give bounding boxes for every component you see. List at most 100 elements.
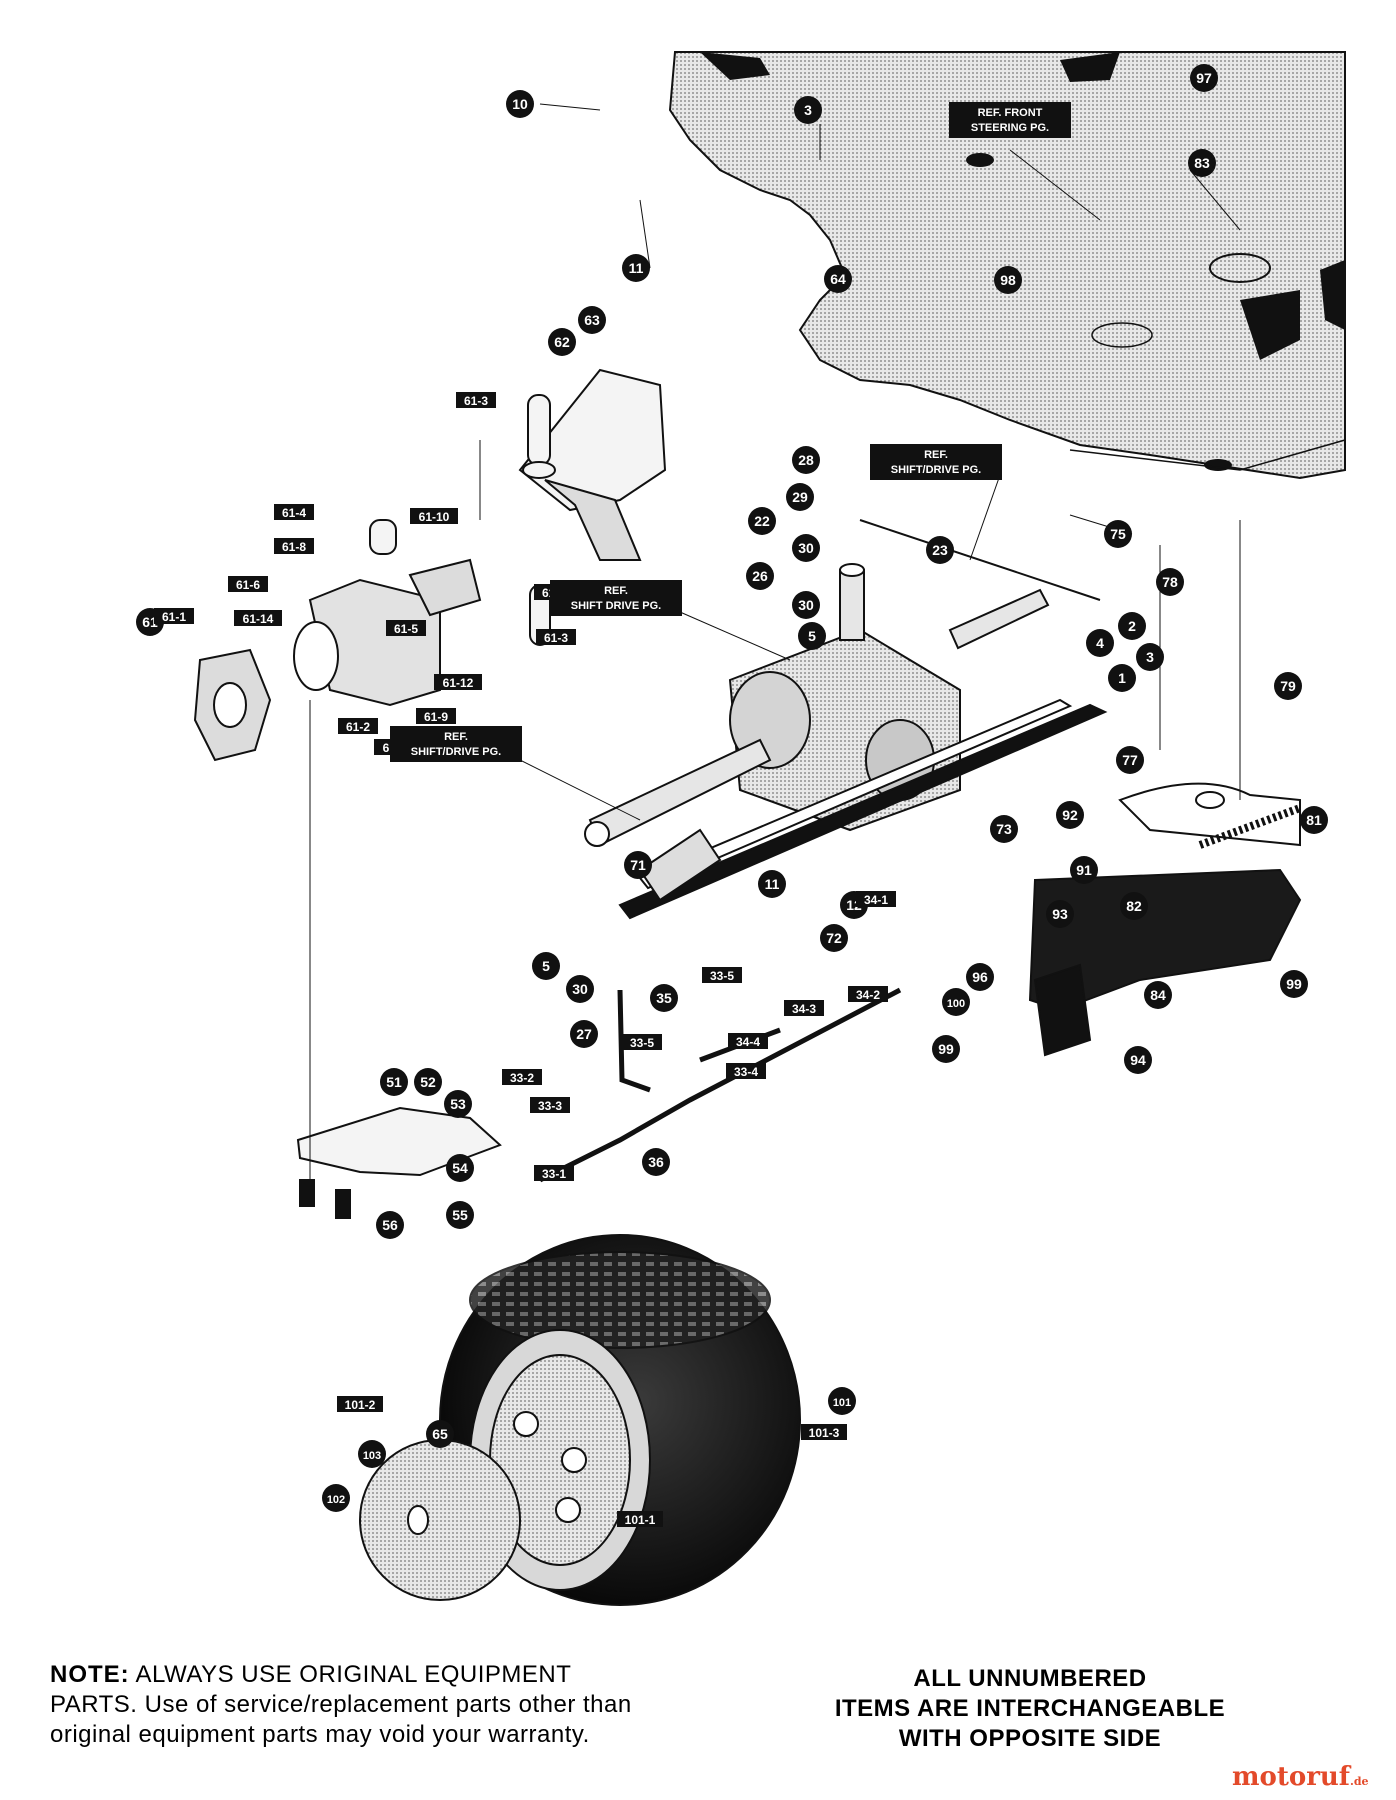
svg-text:11: 11 — [765, 876, 780, 892]
svg-text:101-3: 101-3 — [809, 1426, 840, 1440]
callout-103: 103 — [358, 1440, 386, 1468]
svg-text:79: 79 — [1280, 678, 1296, 694]
interchangeable-line3: WITH OPPOSITE SIDE — [898, 1725, 1162, 1752]
svg-text:4: 4 — [1096, 635, 1104, 651]
callout-61-8: 61-8 — [274, 538, 314, 554]
interchangeable-line1: ALL UNNUMBERED — [913, 1665, 1147, 1692]
svg-text:28: 28 — [798, 452, 814, 468]
svg-text:34-3: 34-3 — [792, 1002, 816, 1016]
svg-text:81: 81 — [1306, 812, 1322, 828]
svg-text:REF.: REF. — [924, 449, 948, 461]
note-line3: original equipment parts may void your w… — [50, 1721, 590, 1748]
note-lead: NOTE: — [50, 1661, 130, 1688]
svg-text:26: 26 — [752, 568, 768, 584]
watermark-logo: motoruf.de — [1232, 1762, 1369, 1792]
callout-5: 5 — [532, 952, 560, 980]
svg-text:84: 84 — [1150, 987, 1166, 1003]
svg-text:103: 103 — [363, 1450, 381, 1462]
svg-text:34-1: 34-1 — [864, 893, 888, 907]
svg-text:27: 27 — [576, 1026, 592, 1042]
svg-text:11: 11 — [629, 260, 644, 276]
callout-61-3: 61-3 — [536, 629, 576, 645]
svg-text:61-3: 61-3 — [464, 394, 488, 408]
callout-101-1: 101-1 — [617, 1511, 663, 1527]
callout-26: 26 — [746, 562, 774, 590]
ref-label-1: REF. FRONT STEERING PG. — [949, 102, 1071, 138]
svg-text:61-1: 61-1 — [162, 610, 186, 624]
svg-text:36: 36 — [648, 1154, 664, 1170]
callout-64: 64 — [824, 265, 852, 293]
ref-label-4: REF.SHIFT/DRIVE PG. — [390, 726, 522, 762]
callout-34-3: 34-3 — [784, 1000, 824, 1016]
svg-text:61-12: 61-12 — [443, 676, 474, 690]
callout-61-6: 61-6 — [228, 576, 268, 592]
svg-text:33-1: 33-1 — [542, 1167, 566, 1181]
svg-text:SHIFT/DRIVE PG.: SHIFT/DRIVE PG. — [891, 464, 981, 476]
callout-33-5: 33-5 — [622, 1034, 662, 1050]
callout-81: 81 — [1300, 806, 1328, 834]
callout-82: 82 — [1120, 892, 1148, 920]
svg-text:55: 55 — [452, 1207, 468, 1223]
svg-text:61-2: 61-2 — [346, 720, 370, 734]
callout-94: 94 — [1124, 1046, 1152, 1074]
callout-3: 3 — [794, 96, 822, 124]
svg-text:82: 82 — [1126, 898, 1142, 914]
callout-55: 55 — [446, 1201, 474, 1229]
svg-text:101-1: 101-1 — [625, 1513, 656, 1527]
svg-text:101: 101 — [833, 1397, 851, 1409]
callout-28: 28 — [792, 446, 820, 474]
callout-61-4: 61-4 — [274, 504, 314, 520]
callout-61-9: 61-9 — [416, 708, 456, 724]
callout-61-1: 61-1 — [154, 608, 194, 624]
svg-text:1: 1 — [1118, 670, 1126, 686]
svg-text:93: 93 — [1052, 906, 1068, 922]
callout-29: 29 — [786, 483, 814, 511]
svg-text:64: 64 — [830, 271, 846, 287]
callout-101-2: 101-2 — [337, 1396, 383, 1412]
svg-text:30: 30 — [572, 981, 588, 997]
callout-61-2: 61-2 — [338, 718, 378, 734]
svg-text:3: 3 — [1146, 649, 1154, 665]
svg-text:53: 53 — [450, 1096, 466, 1112]
callout-11: 11 — [622, 254, 650, 282]
svg-text:61-5: 61-5 — [394, 622, 418, 636]
callout-100: 100 — [942, 988, 970, 1016]
callout-63: 63 — [578, 306, 606, 334]
warranty-note: NOTE: ALWAYS USE ORIGINAL EQUIPMENT PART… — [50, 1660, 730, 1750]
svg-text:REF. FRONT: REF. FRONT — [978, 107, 1043, 119]
svg-text:23: 23 — [932, 542, 948, 558]
svg-text:2: 2 — [1128, 618, 1136, 634]
svg-text:65: 65 — [432, 1426, 448, 1442]
callout-34-4: 34-4 — [728, 1033, 768, 1049]
svg-text:99: 99 — [1286, 976, 1302, 992]
callout-27: 27 — [570, 1020, 598, 1048]
svg-text:101-2: 101-2 — [345, 1398, 376, 1412]
callout-34-1: 34-1 — [856, 891, 896, 907]
svg-text:3: 3 — [804, 102, 812, 118]
callout-98: 98 — [994, 266, 1022, 294]
callout-99: 99 — [932, 1035, 960, 1063]
svg-text:102: 102 — [327, 1494, 345, 1506]
svg-text:SHIFT DRIVE PG.: SHIFT DRIVE PG. — [571, 600, 661, 612]
callout-73: 73 — [990, 815, 1018, 843]
svg-text:94: 94 — [1130, 1052, 1146, 1068]
svg-text:10: 10 — [512, 96, 528, 112]
svg-text:100: 100 — [947, 998, 965, 1010]
watermark-suffix: .de — [1350, 1775, 1369, 1788]
callout-54: 54 — [446, 1154, 474, 1182]
svg-text:61-4: 61-4 — [282, 506, 306, 520]
callout-92: 92 — [1056, 801, 1084, 829]
svg-text:61-10: 61-10 — [419, 510, 450, 524]
callout-102: 102 — [322, 1484, 350, 1512]
callout-boxes: 61-361-461-1061-861-661-161-1461-561-761… — [154, 392, 896, 1527]
callout-65: 65 — [426, 1420, 454, 1448]
callout-11: 11 — [758, 870, 786, 898]
bottom-bracket — [296, 1106, 502, 1219]
callout-33-4: 33-4 — [726, 1063, 766, 1079]
svg-text:97: 97 — [1196, 70, 1212, 86]
svg-text:STEERING PG.: STEERING PG. — [971, 122, 1049, 134]
callout-33-3: 33-3 — [530, 1097, 570, 1113]
callout-34-2: 34-2 — [848, 986, 888, 1002]
